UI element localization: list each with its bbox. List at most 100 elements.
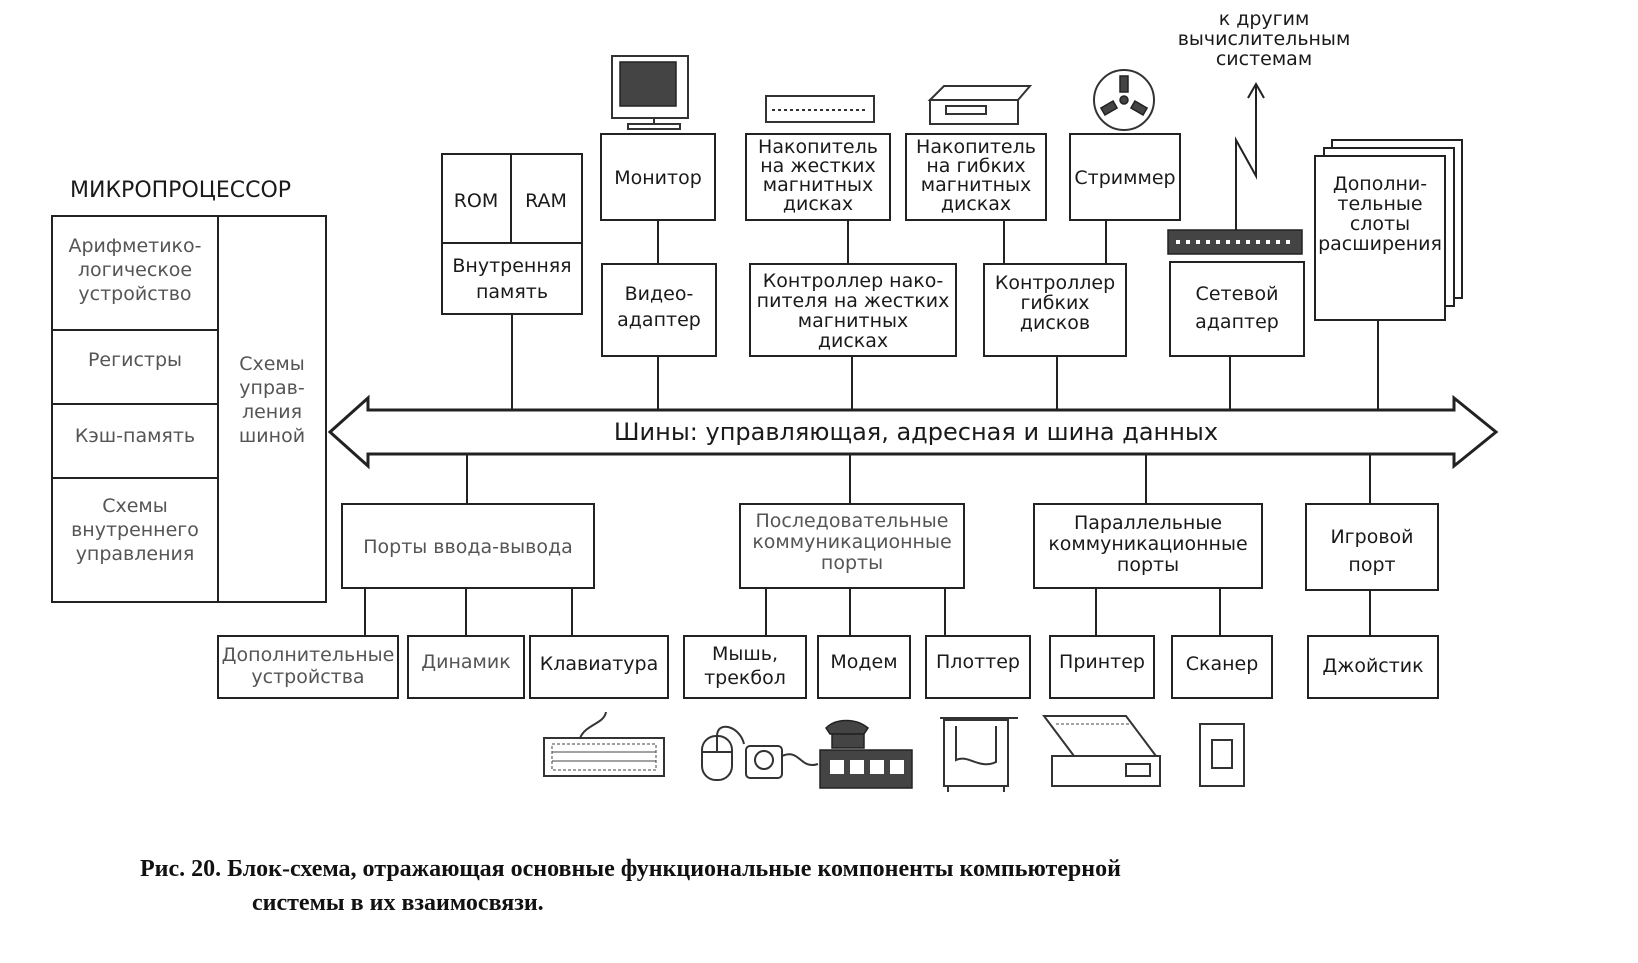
- keyboard-label: Клавиатура: [540, 653, 658, 675]
- microprocessor-block: [51, 215, 327, 603]
- label-line: Схемы: [239, 353, 305, 375]
- label-line: дисков: [1020, 312, 1090, 334]
- label-line: слоты: [1350, 213, 1410, 235]
- label-line: Схемы: [102, 495, 168, 517]
- keyboard-icon: [543, 711, 665, 777]
- label-line: гибких: [1020, 292, 1089, 314]
- printer-label: Принтер: [1059, 651, 1145, 673]
- label-line: к другим: [1219, 8, 1310, 30]
- printer-box: [1049, 635, 1155, 699]
- network-adapter-label: Сетевой адаптер: [1195, 283, 1279, 333]
- label-line: на жестких: [760, 155, 876, 177]
- keyboard-box: [529, 635, 669, 699]
- label-line: адаптер: [1195, 311, 1279, 333]
- game-port-box: [1305, 503, 1439, 591]
- mouse-icon: [701, 725, 745, 781]
- hub-icon: [1167, 229, 1303, 255]
- monitor-box: [600, 133, 716, 221]
- video-adapter-label: Видео-адаптер: [617, 283, 701, 331]
- cache-label: Кэш-память: [75, 425, 195, 447]
- label-line: Арифметико-: [68, 235, 201, 257]
- label-line: внутреннего: [71, 519, 199, 541]
- label-line: расширения: [1318, 233, 1442, 255]
- plotter-label: Плоттер: [936, 651, 1020, 673]
- label-line: коммуникационные: [1048, 533, 1247, 555]
- label-line: тельные: [1337, 193, 1422, 215]
- label-line: шиной: [239, 425, 305, 447]
- streamer-label: Стриммер: [1074, 167, 1175, 189]
- label-line: память: [476, 281, 548, 303]
- label-line: ления: [242, 401, 302, 423]
- top-connectors: [511, 81, 1379, 410]
- modem-box: [817, 635, 911, 699]
- label-line: Мышь,: [712, 643, 778, 665]
- label-line: порт: [1348, 554, 1395, 576]
- label-line: логическое: [78, 259, 192, 281]
- plotter-icon: [940, 717, 1018, 792]
- ram-label: RAM: [525, 190, 567, 212]
- label-line: системам: [1216, 48, 1312, 70]
- label-line: дисках: [941, 193, 1011, 215]
- figure-caption: Рис. 20. Блок-схема, отражающая основные…: [140, 852, 1440, 920]
- monitor-icon: [611, 55, 689, 130]
- speaker-box: [407, 635, 525, 699]
- label-line: магнитных: [798, 310, 908, 332]
- extra-devices-box: [217, 635, 399, 699]
- streamer-icon: [1093, 69, 1155, 131]
- joystick-label: Джойстик: [1322, 655, 1423, 677]
- label-line: Накопитель: [916, 136, 1036, 158]
- modem-label: Модем: [830, 651, 897, 673]
- registers-label: Регистры: [88, 349, 182, 371]
- label-line: Накопитель: [758, 136, 878, 158]
- label-line: дисках: [818, 330, 888, 352]
- mouse-box: [683, 635, 807, 699]
- label-line: адаптер: [617, 309, 701, 331]
- label-line: Сетевой: [1196, 283, 1279, 305]
- label-line: устройства: [251, 666, 364, 688]
- hdd-box: [745, 133, 891, 221]
- label-line: дисках: [783, 193, 853, 215]
- hdd-icon: [765, 95, 875, 123]
- fdd-controller-box: [983, 263, 1127, 357]
- label-line: Последовательные: [755, 510, 948, 532]
- label-line: магнитных: [921, 174, 1031, 196]
- label-line: Дополнительные: [222, 644, 395, 666]
- label-line: Контроллер: [995, 272, 1115, 294]
- caption-line-1: Рис. 20. Блок-схема, отражающая основные…: [140, 856, 1121, 882]
- bus-label: Шины: управляющая, адресная и шина данны…: [614, 418, 1218, 446]
- scanner-label: Сканер: [1186, 653, 1259, 675]
- joystick-icon: [1199, 723, 1245, 787]
- microprocessor-title: МИКРОПРОЦЕССОР: [70, 178, 291, 203]
- label-line: управления: [76, 543, 195, 565]
- label-line: магнитных: [763, 174, 873, 196]
- label-line: вычислительным: [1178, 28, 1351, 50]
- label-line: Видео-: [625, 283, 694, 305]
- serial-ports-box: [739, 503, 965, 589]
- rom-label: ROM: [454, 190, 499, 212]
- game-port-label: Игровой порт: [1330, 526, 1413, 576]
- network-adapter-box: [1169, 261, 1305, 357]
- label-line: Игровой: [1330, 526, 1413, 548]
- label-line: Дополни-: [1333, 173, 1427, 195]
- trackball-icon: [745, 745, 819, 779]
- modem-icon: [819, 749, 913, 789]
- label-line: коммуникационные: [752, 531, 951, 553]
- caption-line-2: системы в их взаимосвязи.: [252, 890, 544, 916]
- label-line: трекбол: [704, 667, 786, 689]
- fdd-box: [905, 133, 1047, 221]
- label-line: устройство: [78, 283, 191, 305]
- io-ports-box: [341, 503, 595, 589]
